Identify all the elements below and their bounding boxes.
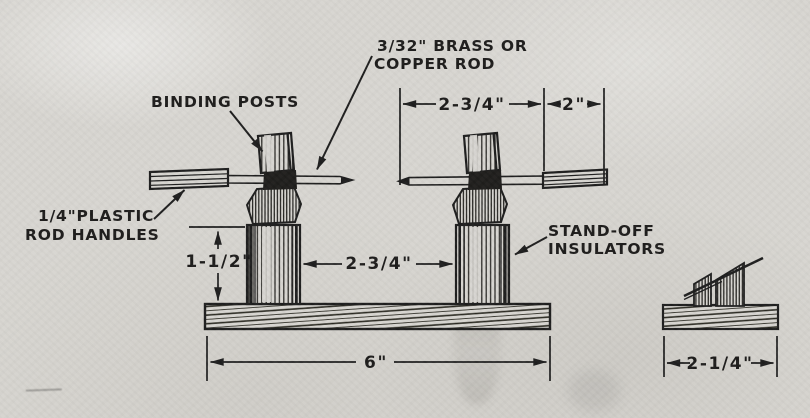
left-standoff-insulator <box>245 185 303 306</box>
rod-tip <box>341 176 353 184</box>
leader-rod-material <box>316 55 373 170</box>
dimension-lines <box>189 88 778 381</box>
left-post-assembly <box>148 131 356 191</box>
knob-edge-shade <box>492 133 498 170</box>
insulator-body-hatch <box>245 223 302 306</box>
dim-top-handle-span: 2" <box>562 95 586 115</box>
leader-handles <box>153 189 186 220</box>
side-base-wood-grain <box>661 303 780 331</box>
leader-arrows <box>153 55 548 256</box>
knob-highlight <box>470 134 480 173</box>
insulator-barrel-hatch <box>451 185 509 226</box>
base-board-wood-grain <box>203 302 552 331</box>
side-view <box>661 256 780 331</box>
rod-clamp <box>263 170 297 190</box>
dim-insulator-spacing: 2-3/4" <box>345 254 412 274</box>
insulator-edge-shade <box>458 226 507 303</box>
dim-top-rod-span: 2-3/4" <box>438 95 505 115</box>
insulator-edge-shade <box>249 226 298 303</box>
knob-edge-shade <box>286 133 292 170</box>
handle-hatch <box>543 173 607 186</box>
label-handles-line2: ROD HANDLES <box>25 226 160 244</box>
label-rod-material-line2: COPPER ROD <box>374 55 495 73</box>
insulator-body-hatch <box>454 223 511 306</box>
side-insulator-hatch <box>715 261 745 307</box>
insulator-edge-shade <box>254 226 293 303</box>
insulator-highlight <box>262 227 271 302</box>
label-binding-posts: BINDING POSTS <box>151 93 299 111</box>
dim-insulator-height: 1-1/2" <box>185 252 252 272</box>
right-standoff-insulator <box>451 185 511 306</box>
insulator-highlight <box>471 227 480 302</box>
rod-tip <box>398 177 410 185</box>
knob-highlight <box>264 134 274 173</box>
label-insulators-line2: INSULATORS <box>548 240 666 258</box>
extension-lines <box>189 88 778 381</box>
leader-binding-posts <box>229 110 264 153</box>
label-rod-material-line1: 3/32" BRASS OR <box>377 37 528 55</box>
label-insulators-line1: STAND-OFF <box>548 222 655 240</box>
right-post-assembly <box>396 131 609 190</box>
base-board <box>203 302 552 331</box>
side-rod-edge <box>683 280 723 301</box>
handle-hatch <box>150 173 228 186</box>
label-handles-line1: 1/4"PLASTIC <box>38 207 154 225</box>
insulator-edge-shade <box>463 226 502 303</box>
dim-side-base-width: 2-1/4" <box>686 354 753 374</box>
dim-base-length: 6" <box>364 353 388 373</box>
rod-clamp <box>468 170 502 190</box>
leader-insulators <box>514 236 548 256</box>
insulator-barrel-hatch <box>245 185 303 226</box>
side-rod <box>683 256 764 298</box>
